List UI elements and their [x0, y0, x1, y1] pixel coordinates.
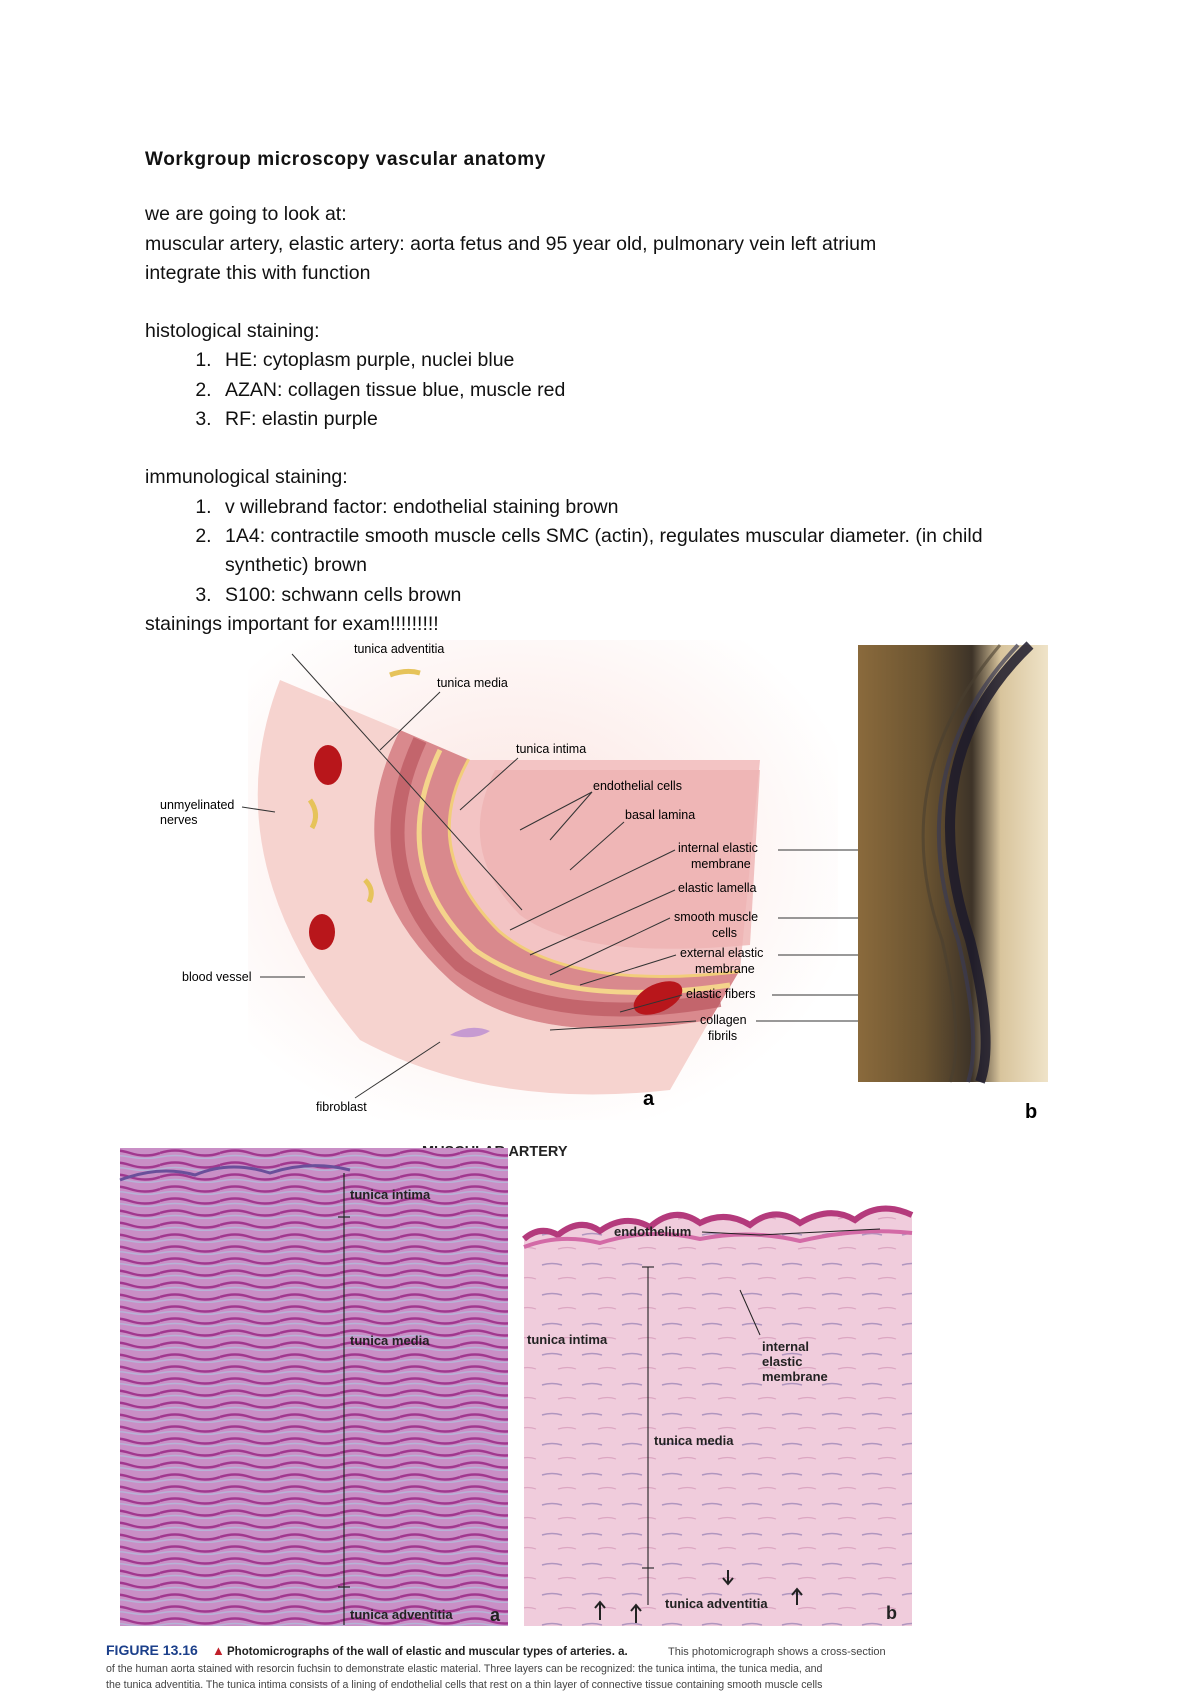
arrow-marker [630, 1603, 642, 1623]
label-tunica-intima: tunica intima [516, 742, 586, 756]
panel-label-b: b [1025, 1101, 1037, 1120]
panel-label-a: a [643, 1088, 655, 1110]
label-internal-elastic-2: membrane [691, 857, 751, 871]
label-internal-elastic-membrane-2: elastic [762, 1354, 802, 1369]
red-blood-cell [309, 914, 335, 950]
label-left-tunica-media: tunica media [350, 1333, 430, 1348]
list-item: AZAN: collagen tissue blue, muscle red [217, 376, 1045, 405]
list-item: v willebrand factor: endothelial stainin… [217, 493, 1045, 522]
label-left-tunica-intima: tunica intima [350, 1187, 431, 1202]
label-elastic-fibers: elastic fibers [686, 987, 755, 1001]
label-endothelial-cells: endothelial cells [593, 779, 682, 793]
histological-list: HE: cytoplasm purple, nuclei blue AZAN: … [145, 346, 1045, 434]
intro-line: integrate this with function [145, 261, 371, 284]
label-right-tunica-intima: tunica intima [527, 1332, 608, 1347]
label-internal-elastic-membrane: internal [762, 1339, 809, 1354]
label-unmyelinated-2: nerves [160, 813, 198, 827]
panel-label-right: b [886, 1603, 897, 1623]
document-text: Workgroup microscopy vascular anatomy we… [145, 145, 1045, 639]
label-tunica-media: tunica media [437, 676, 508, 690]
label-right-tunica-media: tunica media [654, 1433, 734, 1448]
caption-text-line: the tunica adventitia. The tunica intima… [106, 1679, 822, 1691]
list-item: RF: elastin purple [217, 405, 1045, 434]
list-item: S100: schwann cells brown [217, 581, 1045, 610]
caption-number: FIGURE 13.16 [106, 1642, 198, 1658]
label-internal-elastic-membrane-3: membrane [762, 1369, 828, 1384]
fibroblast-shape [450, 1027, 490, 1038]
arrow-marker [722, 1570, 734, 1586]
label-external-elastic: external elastic [680, 946, 763, 960]
list-item: 1A4: contractile smooth muscle cells SMC… [217, 522, 1045, 581]
label-collagen-fibrils-2: fibrils [708, 1029, 737, 1043]
exam-note: stainings important for exam!!!!!!!!! [145, 612, 439, 635]
intro-line: muscular artery, elastic artery: aorta f… [145, 232, 877, 255]
label-external-elastic-2: membrane [695, 962, 755, 976]
arrow-marker [594, 1600, 606, 1620]
label-unmyelinated: unmyelinated [160, 798, 234, 812]
arrow-marker [791, 1587, 803, 1605]
red-blood-cell [314, 745, 342, 785]
label-smooth-muscle-2: cells [712, 926, 737, 940]
label-endothelium: endothelium [614, 1224, 691, 1239]
adventitia-layer [257, 680, 710, 1095]
label-left-tunica-adventitia: tunica adventitia [350, 1607, 453, 1622]
label-basal-lamina: basal lamina [625, 808, 695, 822]
label-elastic-lamella: elastic lamella [678, 881, 757, 895]
panel-label-left: a [490, 1605, 501, 1625]
label-tunica-adventitia: tunica adventitia [354, 642, 444, 656]
immunological-list: v willebrand factor: endothelial stainin… [145, 493, 1045, 610]
histological-heading: histological staining: [145, 320, 320, 343]
list-item: HE: cytoplasm purple, nuclei blue [217, 346, 1045, 375]
caption-triangle-icon: ▲ [212, 1643, 225, 1658]
caption-text-line: of the human aorta stained with resorcin… [106, 1663, 823, 1675]
caption-title: Photomicrographs of the wall of elastic … [227, 1646, 628, 1658]
label-fibroblast: fibroblast [316, 1100, 367, 1114]
immunological-heading: immunological staining: [145, 466, 348, 489]
caption-text-line: This photomicrograph shows a cross-secti… [668, 1646, 886, 1658]
label-collagen-fibrils: collagen [700, 1013, 747, 1027]
document-title: Workgroup microscopy vascular anatomy [145, 149, 546, 170]
label-blood-vessel: blood vessel [182, 970, 252, 984]
label-right-tunica-adventitia: tunica adventitia [665, 1596, 768, 1611]
muscular-artery-figure: MUSCULAR ARTERY tunica intima tunica med… [106, 1144, 914, 1691]
section-line [291, 653, 523, 911]
artery-wall-figure: tunica adventitia tunica media tunica in… [160, 640, 1048, 1120]
aorta-micrograph [120, 1148, 508, 1626]
label-smooth-muscle: smooth muscle [674, 910, 758, 924]
red-blood-cell [633, 981, 683, 1015]
muscular-artery-micrograph [524, 1208, 912, 1626]
endothelium-line [522, 1205, 914, 1242]
media-layer [374, 730, 740, 1029]
label-internal-elastic: internal elastic [678, 841, 758, 855]
intro-line: we are going to look at: [145, 203, 347, 226]
